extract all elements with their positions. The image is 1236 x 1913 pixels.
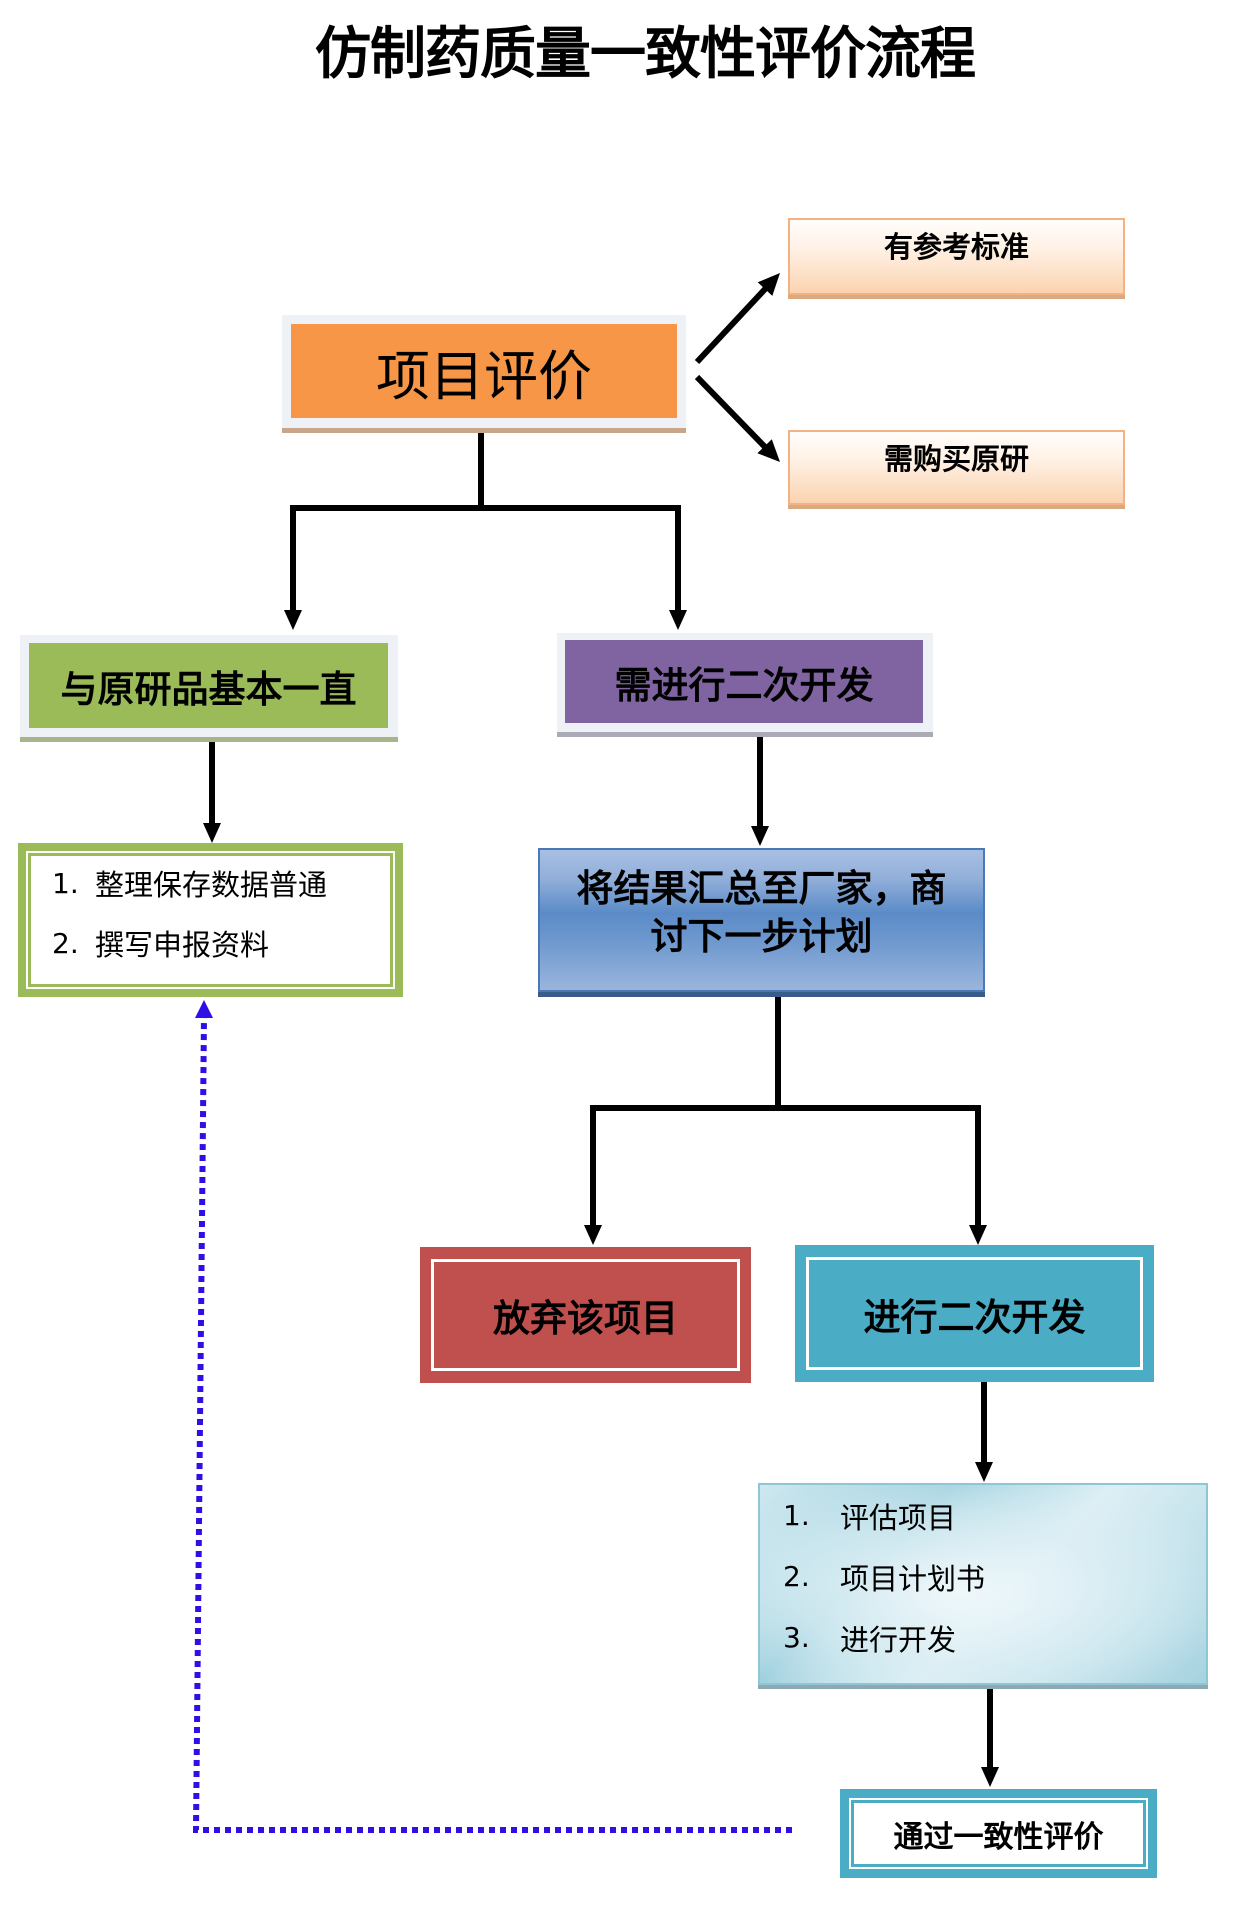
node-label: 通过一致性评价 xyxy=(893,1819,1104,1855)
list-item-text: 整理保存数据普通 xyxy=(95,868,328,902)
node-pass-consistency-evaluation: 通过一致性评价 xyxy=(840,1789,1157,1878)
node-need-secondary-development: 需进行二次开发 xyxy=(557,633,933,732)
list-development-steps: 1. 评估项目 2. 项目计划书 3. 进行开发 xyxy=(758,1483,1208,1685)
list-item-number: 2. xyxy=(783,1560,810,1593)
node-label: 与原研品基本一直 xyxy=(29,643,388,728)
list-item: 1. 整理保存数据普通 xyxy=(26,853,395,913)
node-summarize-to-manufacturer: 将结果汇总至厂家，商讨下一步计划 xyxy=(538,848,985,992)
list-item-text: 进行开发 xyxy=(840,1622,957,1657)
list-item: 2. 项目计划书 xyxy=(760,1546,1206,1607)
node-proceed-secondary-development: 进行二次开发 xyxy=(795,1245,1154,1382)
dotted-arrow-pass-to-filing-steps xyxy=(192,1000,792,1833)
arrow-consistent-to-steps xyxy=(203,742,221,843)
node-consistent-with-original: 与原研品基本一直 xyxy=(20,635,398,737)
arrow-head-icon xyxy=(584,1225,602,1245)
arrow-head-icon xyxy=(284,610,302,630)
dotted-connector-line xyxy=(192,1015,792,1833)
list-item: 3. 进行开发 xyxy=(760,1607,1206,1668)
arrow-head-icon xyxy=(195,1000,213,1018)
list-item-number: 3. xyxy=(783,1621,810,1654)
branch-eval-split xyxy=(290,430,681,511)
list-item-number: 2. xyxy=(52,926,79,960)
node-abandon-project: 放弃该项目 xyxy=(420,1247,751,1383)
list-item: 1. 评估项目 xyxy=(760,1485,1206,1546)
arrow-head-icon xyxy=(757,439,780,462)
arrow-eval-to-purchase-original xyxy=(694,374,780,462)
node-label: 需进行二次开发 xyxy=(565,640,923,723)
arrow-proceed-to-dev-steps xyxy=(975,1382,993,1482)
connector-line xyxy=(694,374,769,451)
arrow-eval-to-secondary-dev xyxy=(669,508,687,630)
inner-border xyxy=(806,1257,1143,1370)
list-direct-filing-steps: 1. 整理保存数据普通 2. 撰写申报资料 xyxy=(18,843,403,997)
arrow-eval-to-reference-standard xyxy=(694,273,780,365)
arrow-head-icon xyxy=(969,1225,987,1245)
list-item-number: 1. xyxy=(783,1499,810,1532)
arrow-head-icon xyxy=(757,273,780,296)
arrow-eval-to-consistent xyxy=(284,508,302,630)
arrow-summary-to-proceed xyxy=(969,1108,987,1245)
arrow-head-icon xyxy=(669,610,687,630)
arrow-dev-steps-to-pass xyxy=(981,1689,999,1787)
page-title: 仿制药质量一致性评价流程 xyxy=(315,22,976,87)
node-project-evaluation: 项目评价 xyxy=(282,315,686,428)
arrow-summary-to-abandon xyxy=(584,1108,602,1245)
inner-border xyxy=(28,853,393,987)
node-label: 进行二次开发 xyxy=(863,1295,1086,1339)
list-item: 2. 撰写申报资料 xyxy=(26,913,395,973)
list-item-text: 评估项目 xyxy=(840,1500,957,1535)
arrow-head-icon xyxy=(981,1767,999,1787)
list-item-number: 1. xyxy=(52,866,79,900)
node-label: 项目评价 xyxy=(291,324,677,418)
inner-border xyxy=(851,1800,1146,1867)
arrow-head-icon xyxy=(975,1462,993,1482)
inner-border xyxy=(431,1259,740,1371)
arrow-head-icon xyxy=(203,823,221,843)
arrow-secondary-dev-to-summary xyxy=(751,737,769,846)
node-has-reference-standard: 有参考标准 xyxy=(788,218,1125,295)
arrow-head-icon xyxy=(751,826,769,846)
list-item-text: 项目计划书 xyxy=(840,1561,986,1596)
node-need-purchase-original: 需购买原研 xyxy=(788,430,1125,505)
node-label: 放弃该项目 xyxy=(493,1297,678,1340)
node-label: 将结果汇总至厂家，商讨下一步计划 xyxy=(576,867,947,958)
list-item-text: 撰写申报资料 xyxy=(95,928,270,962)
connector-line xyxy=(694,285,769,365)
branch-summary-split xyxy=(590,995,981,1111)
